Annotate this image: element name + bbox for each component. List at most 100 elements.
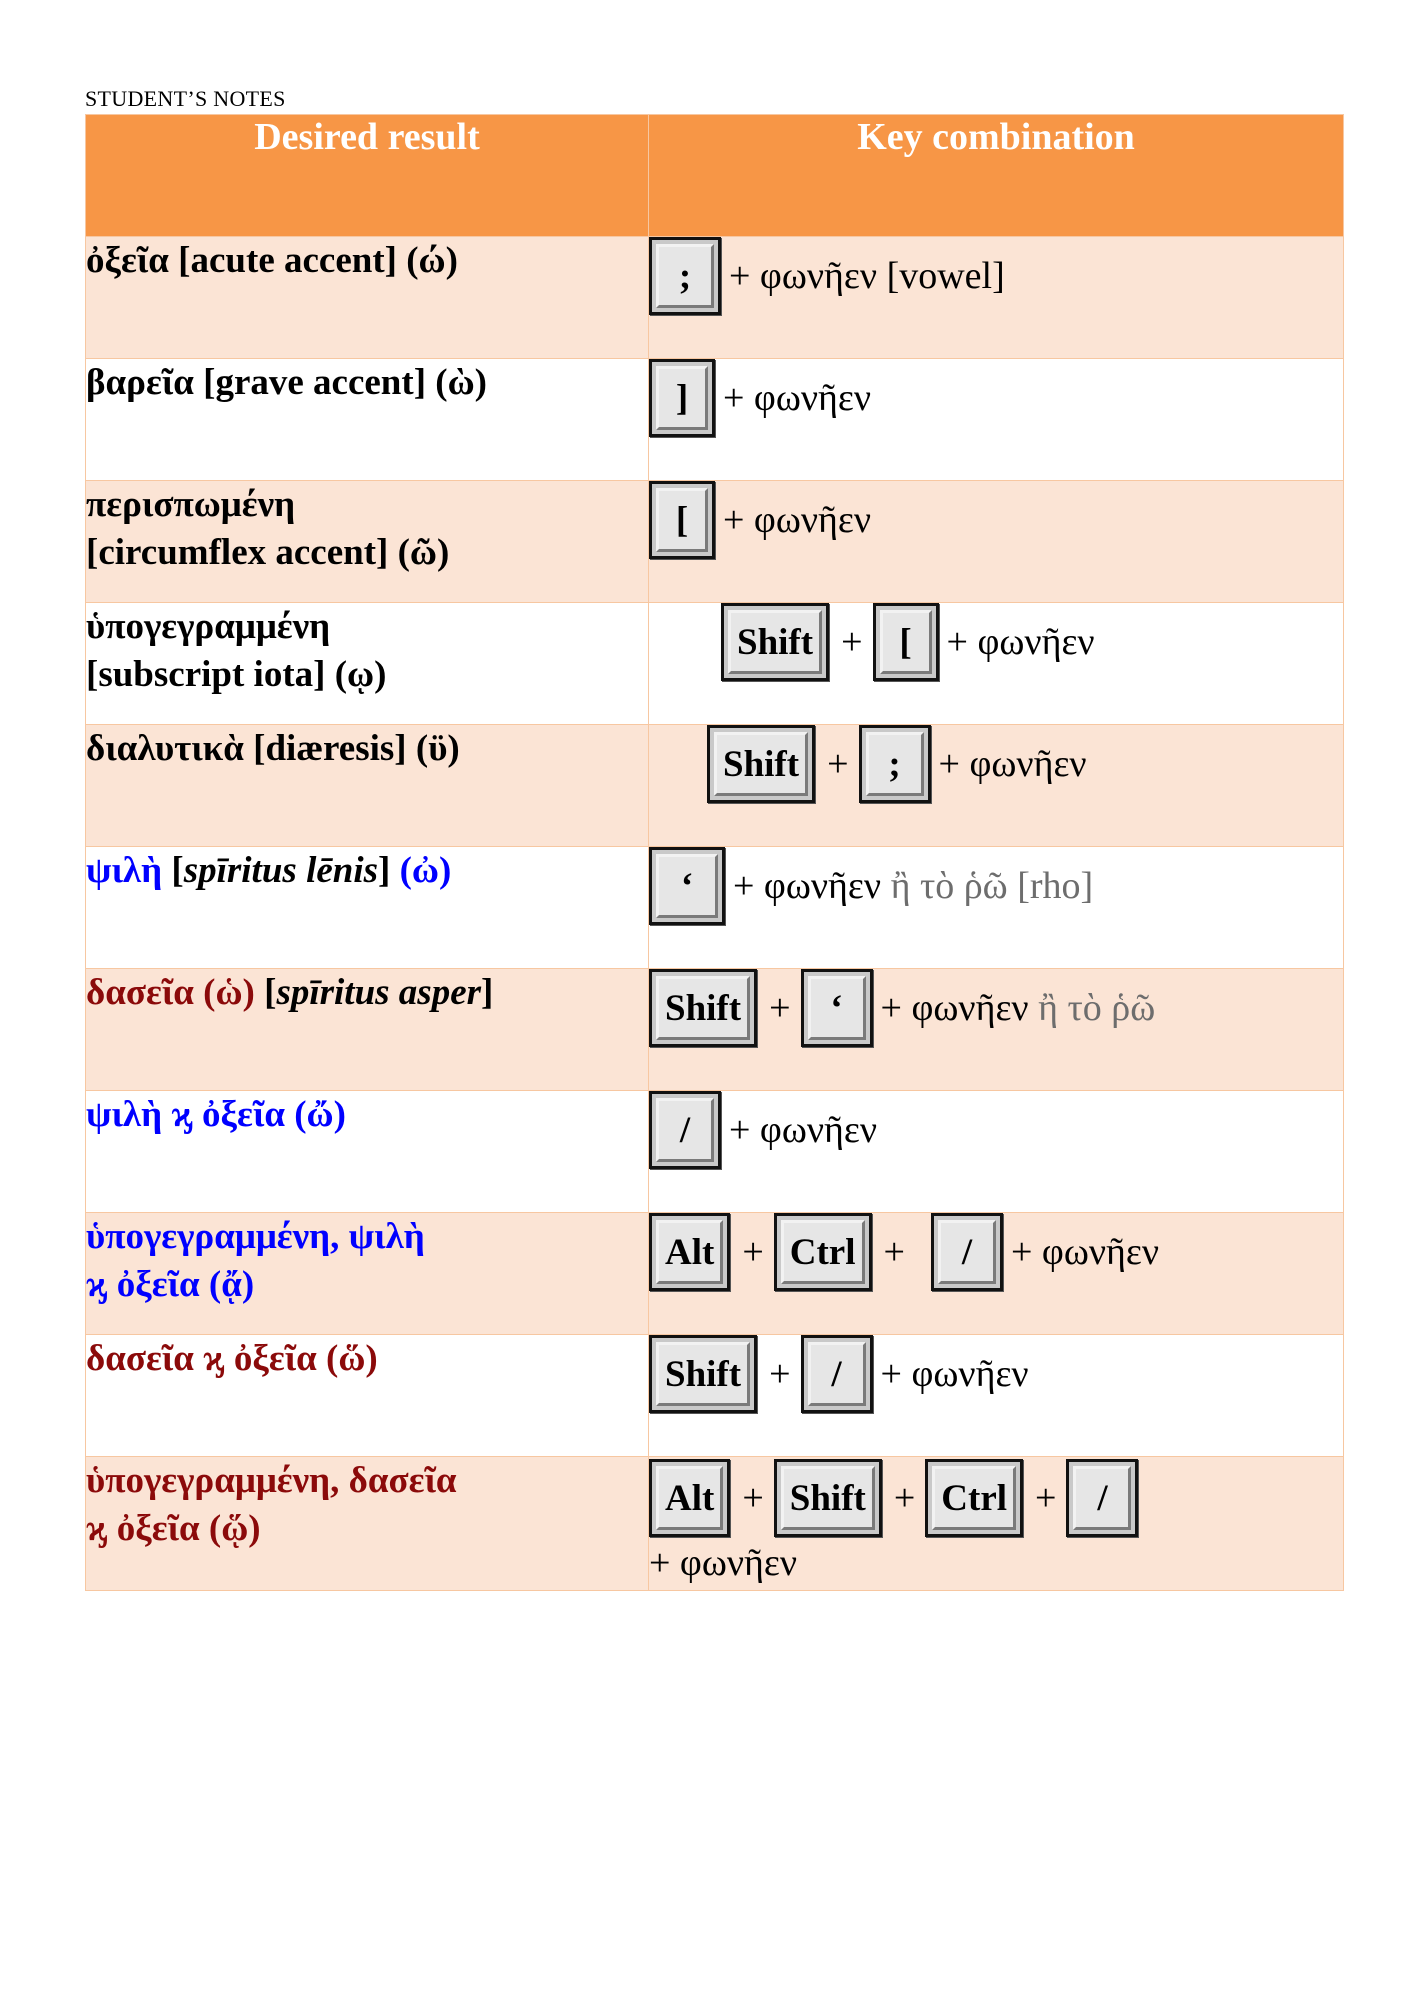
desc-text-line2: [circumflex accent] (ῶ) — [86, 532, 450, 573]
desc-cell: ὑπογεγραμμένη, δασεῖα ϗ ὀξεῖα (ᾥ) — [85, 1456, 649, 1591]
desc-text-line1: περισπωμένη — [86, 484, 296, 525]
key-ctrl: Ctrl — [773, 1213, 872, 1291]
desc-text-line2: ϗ ὀξεῖα (ᾥ) — [86, 1508, 261, 1549]
keys-cell: ; + φωνῆεν [vowel] — [648, 236, 1344, 359]
key-shift: Shift — [721, 603, 830, 681]
key-semicolon: ; — [649, 237, 721, 315]
key-suffix: + φωνῆεν — [938, 743, 1087, 785]
table-row: ὑπογεγραμμένη, ψιλὴ ϗ ὀξεῖα (ᾄ) Alt + Ct… — [85, 1212, 1344, 1335]
key-suffix: + φωνῆεν — [733, 865, 882, 907]
key-shift: Shift — [773, 1459, 882, 1537]
desc-cell: διαλυτικὰ [diæresis] (ϋ) — [85, 724, 649, 847]
desc-cell: δασεῖα (ὡ) [spīritus asper] — [85, 968, 649, 1091]
plus-sign: + — [1035, 1477, 1057, 1519]
keys-cell: Alt + Ctrl + / + φωνῆεν — [648, 1212, 1344, 1335]
desc-bracket-close: ] — [378, 850, 391, 891]
desc-bracket-close: ] — [481, 972, 494, 1013]
table-header-row: Desired result Key combination — [85, 114, 1344, 237]
keys-cell: Shift + ; + φωνῆεν — [648, 724, 1344, 847]
key-left-bracket: [ — [872, 603, 939, 681]
page-label: STUDENT’S NOTES — [85, 86, 286, 111]
key-suffix: + φωνῆεν — [880, 1353, 1029, 1395]
key-suffix-note: ἢ τὸ ῥῶ [rho] — [890, 865, 1094, 907]
key-suffix: + φωνῆεν — [649, 1542, 798, 1584]
desc-text: ὀξεῖα [acute accent] (ώ) — [86, 240, 458, 281]
table-row: ψιλὴ ϗ ὀξεῖα (ὤ) / + φωνῆεν — [85, 1090, 1344, 1213]
plus-sign: + — [742, 1477, 764, 1519]
plus-sign: + — [742, 1231, 764, 1273]
header-key-combination: Key combination — [648, 114, 1344, 237]
key-suffix-note: ἢ τὸ ῥῶ — [1038, 987, 1156, 1029]
key-suffix: + φωνῆεν — [723, 499, 872, 541]
keys-cell: Shift + / + φωνῆεν — [648, 1334, 1344, 1457]
key-shift: Shift — [649, 1335, 758, 1413]
desc-example: (ὠ) — [399, 850, 452, 891]
key-semicolon: ; — [858, 725, 931, 803]
key-suffix: + φωνῆεν — [729, 1109, 878, 1151]
keys-cell: / + φωνῆεν — [648, 1090, 1344, 1213]
key-alt: Alt — [649, 1459, 731, 1537]
keys-cell: Alt + Shift + Ctrl + / + φωνῆεν — [648, 1456, 1344, 1591]
key-right-bracket: ] — [649, 359, 715, 437]
desc-cell: περισπωμένη [circumflex accent] (ῶ) — [85, 480, 649, 603]
desc-text: ψιλὴ ϗ ὀξεῖα (ὤ) — [86, 1094, 346, 1135]
keys-cell: ] + φωνῆεν — [648, 358, 1344, 481]
desc-cell: ὑπογεγραμμένη, ψιλὴ ϗ ὀξεῖα (ᾄ) — [85, 1212, 649, 1335]
desc-text-line2: ϗ ὀξεῖα (ᾄ) — [86, 1264, 255, 1305]
key-slash: / — [1066, 1459, 1139, 1537]
desc-text: διαλυτικὰ [diæresis] (ϋ) — [86, 728, 460, 769]
key-quote: ‘ — [800, 969, 873, 1047]
desc-text: βαρεῖα [grave accent] (ὼ) — [86, 362, 487, 403]
key-suffix: + φωνῆεν — [1010, 1231, 1160, 1273]
table-row: ὀξεῖα [acute accent] (ώ) ; + φωνῆεν [vow… — [85, 236, 1344, 359]
key-left-bracket: [ — [649, 481, 715, 559]
table-row: ὑπογεγραμμένη, δασεῖα ϗ ὀξεῖα (ᾥ) Alt + … — [85, 1456, 1344, 1591]
desc-text-line1: ὑπογεγραμμένη, δασεῖα — [86, 1460, 457, 1501]
plus-sign: + — [769, 987, 791, 1029]
keys-cell: [ + φωνῆεν — [648, 480, 1344, 603]
desc-greek: ψιλὴ — [86, 850, 163, 891]
plus-sign: + — [827, 743, 849, 785]
table-row: δασεῖα ϗ ὀξεῖα (ὥ) Shift + / + φωνῆεν — [85, 1334, 1344, 1457]
table-row: βαρεῖα [grave accent] (ὼ) ] + φωνῆεν — [85, 358, 1344, 481]
keys-cell: Shift + ‘ + φωνῆεν ἢ τὸ ῥῶ — [648, 968, 1344, 1091]
desc-cell: ὑπογεγραμμένη [subscript iota] (ῳ) — [85, 602, 649, 725]
plus-sign: + — [769, 1353, 791, 1395]
key-quote: ‘ — [649, 847, 725, 925]
desc-bracket-open: [ — [264, 972, 277, 1013]
table-row: δασεῖα (ὡ) [spīritus asper] Shift + ‘ + … — [85, 968, 1344, 1091]
key-alt: Alt — [649, 1213, 731, 1291]
key-suffix: + φωνῆεν — [880, 987, 1029, 1029]
key-ctrl: Ctrl — [925, 1459, 1024, 1537]
desc-cell: ψιλὴ ϗ ὀξεῖα (ὤ) — [85, 1090, 649, 1213]
table-row: ψιλὴ [spīritus lēnis] (ὠ) ‘ + φωνῆεν ἢ τ… — [85, 846, 1344, 969]
table-row: περισπωμένη [circumflex accent] (ῶ) [ + … — [85, 480, 1344, 603]
desc-text-line1: ὑπογεγραμμένη — [86, 606, 331, 647]
key-slash: / — [649, 1091, 721, 1169]
key-suffix: + φωνῆεν — [723, 377, 872, 419]
plus-sign: + — [893, 1477, 916, 1519]
desc-text: δασεῖα ϗ ὀξεῖα (ὥ) — [86, 1338, 378, 1379]
key-shift: Shift — [707, 725, 816, 803]
desc-bracket-open: [ — [171, 850, 184, 891]
keys-cell: Shift + [ + φωνῆεν — [648, 602, 1344, 725]
key-suffix: + φωνῆεν — [946, 621, 1095, 663]
shortcut-table: Desired result Key combination ὀξεῖα [ac… — [85, 114, 1344, 1591]
plus-sign: + — [883, 1231, 905, 1273]
plus-sign: + — [841, 621, 863, 663]
key-shift: Shift — [649, 969, 758, 1047]
table-row: διαλυτικὰ [diæresis] (ϋ) Shift + ; + φων… — [85, 724, 1344, 847]
desc-cell: ὀξεῖα [acute accent] (ώ) — [85, 236, 649, 359]
table-row: ὑπογεγραμμένη [subscript iota] (ῳ) Shift… — [85, 602, 1344, 725]
desc-text-line2: [subscript iota] (ῳ) — [86, 654, 387, 695]
keys-cell: ‘ + φωνῆεν ἢ τὸ ῥῶ [rho] — [648, 846, 1344, 969]
desc-cell: ψιλὴ [spīritus lēnis] (ὠ) — [85, 846, 649, 969]
header-desired-result: Desired result — [85, 114, 649, 237]
desc-latin: spīritus lēnis — [183, 850, 379, 891]
key-slash: / — [800, 1335, 873, 1413]
desc-greek: δασεῖα (ὡ) — [86, 972, 255, 1013]
desc-cell: βαρεῖα [grave accent] (ὼ) — [85, 358, 649, 481]
desc-cell: δασεῖα ϗ ὀξεῖα (ὥ) — [85, 1334, 649, 1457]
desc-text-line1: ὑπογεγραμμένη, ψιλὴ — [86, 1216, 425, 1257]
key-slash: / — [930, 1213, 1003, 1291]
